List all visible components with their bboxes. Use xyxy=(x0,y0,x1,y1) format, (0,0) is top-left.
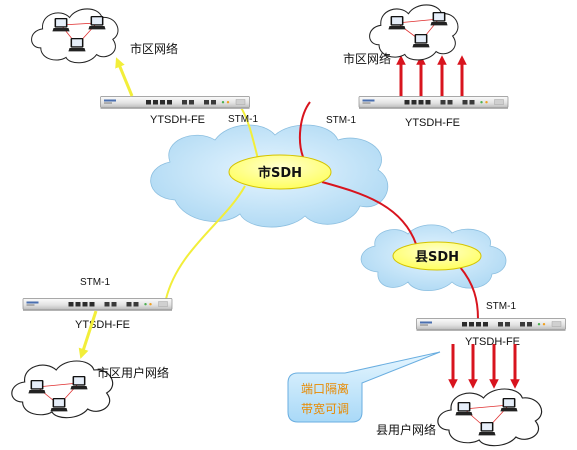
laptop-icon xyxy=(478,422,496,436)
device-model-label: YTSDH-FE xyxy=(150,114,205,126)
device-model-label: YTSDH-FE xyxy=(465,336,520,348)
lan-links xyxy=(35,382,80,406)
link-rate-label: STM-1 xyxy=(228,114,258,125)
laptop-icon xyxy=(70,376,88,390)
laptop-icon xyxy=(430,12,448,26)
laptop-icon xyxy=(52,18,70,32)
link-rate-label: STM-1 xyxy=(326,115,356,126)
cloud-icon xyxy=(31,8,119,64)
arrow-up-icon xyxy=(115,57,134,97)
downstream-arrows xyxy=(448,344,520,389)
device-model-label: YTSDH-FE xyxy=(405,117,460,129)
sdh-multiplexer-icon xyxy=(358,96,509,109)
city-sdh-node: 市SDH xyxy=(228,154,332,190)
city-sdh-label: 市SDH xyxy=(258,165,302,181)
link-city-sdh-to-top-left-device xyxy=(239,105,259,160)
laptop-icon xyxy=(455,402,473,416)
link-rate-label: STM-1 xyxy=(486,301,516,312)
laptop-icon xyxy=(500,398,518,412)
laptop-icon xyxy=(50,398,68,412)
lan-label-bottom-left: 市区用户网络 xyxy=(97,365,169,380)
sdh-multiplexer-icon xyxy=(415,318,567,331)
lan-links xyxy=(463,404,510,430)
lan-links xyxy=(60,22,98,46)
laptop-icon xyxy=(68,38,86,52)
device-model-label: YTSDH-FE xyxy=(75,319,130,331)
link-city-sdh-to-top-right-device xyxy=(298,101,311,158)
callout-line-2: 带宽可调 xyxy=(301,401,349,416)
upstream-arrows xyxy=(396,55,467,96)
city-sdh-ellipse xyxy=(228,154,332,190)
lan-cloud-bottom-left xyxy=(11,360,114,419)
callout-bubble: 端口隔离 带宽可调 xyxy=(287,351,441,423)
laptop-icon xyxy=(28,380,46,394)
lan-label-bottom-right: 县用户网络 xyxy=(376,422,436,437)
link-county-sdh-to-bottom-right-device xyxy=(459,266,479,320)
sdh-multiplexer-icon xyxy=(100,96,250,109)
lan-label-top-left: 市区网络 xyxy=(130,41,178,56)
laptop-icon xyxy=(388,16,406,30)
lan-cloud-top-left xyxy=(31,8,119,64)
cloud-icon xyxy=(437,388,543,447)
laptop-icon xyxy=(412,34,430,48)
link-city-sdh-to-bottom-left-device xyxy=(165,185,246,300)
callout-line-1: 端口隔离 xyxy=(301,381,349,396)
lan-links xyxy=(395,18,440,42)
lan-label-top-right: 市区网络 xyxy=(343,51,391,66)
lan-cloud-top-right xyxy=(369,4,459,61)
laptop-icon xyxy=(88,16,106,30)
link-city-sdh-to-county-sdh xyxy=(321,181,417,245)
link-rate-label: STM-1 xyxy=(80,277,110,288)
callout-shape xyxy=(287,351,441,423)
county-sdh-label: 县SDH xyxy=(415,250,459,265)
sdh-multiplexer-icon xyxy=(22,298,173,311)
county-sdh-node: 县SDH xyxy=(392,241,482,271)
arrow-down-icon xyxy=(78,310,98,359)
county-sdh-ellipse xyxy=(392,241,482,271)
lan-cloud-bottom-right xyxy=(437,388,543,447)
